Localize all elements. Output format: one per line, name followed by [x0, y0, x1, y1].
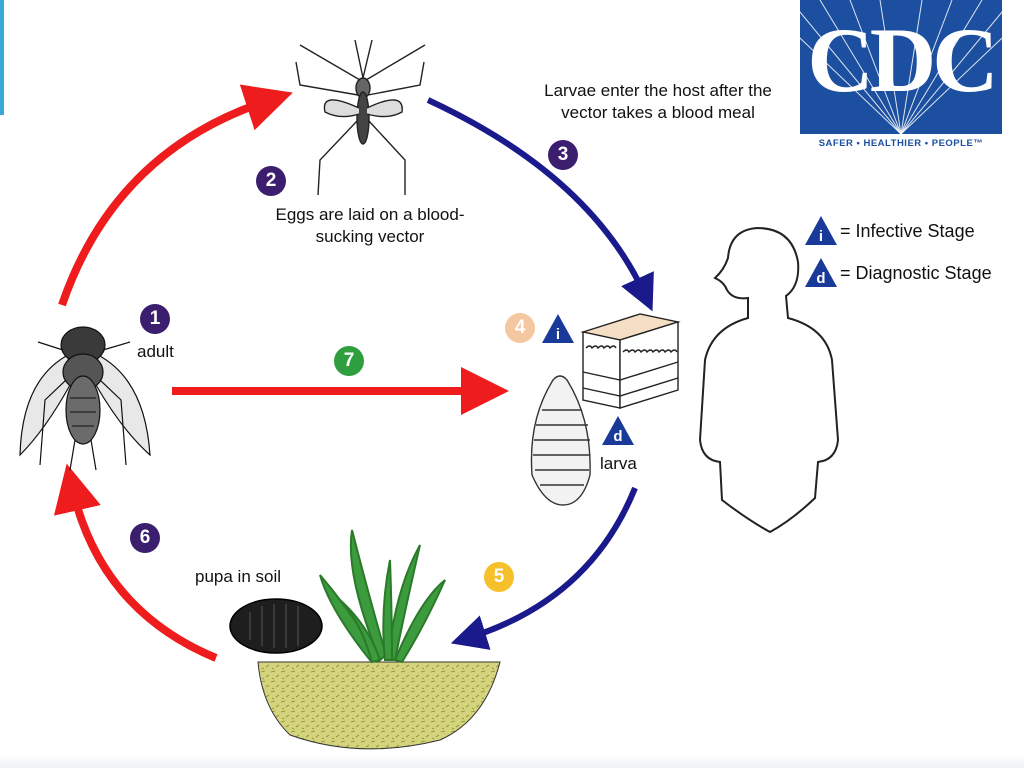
legend-infective-icon: i: [804, 214, 838, 246]
diagnostic-marker-letter: d: [613, 428, 623, 445]
cdc-logo-box: CDC: [800, 0, 1002, 134]
mosquito-vector-icon: [295, 39, 426, 196]
arrow-host-to-soil: [450, 486, 638, 650]
legend-infective-text: = Infective Stage: [840, 221, 975, 241]
step-2-badge: 2: [256, 166, 286, 196]
arrow-adult-to-vector: [58, 84, 293, 307]
step-7-badge: 7: [334, 346, 364, 376]
left-edge-accent: [0, 0, 4, 115]
infective-marker-letter: i: [555, 326, 561, 343]
cdc-logo-text: CDC: [807, 9, 998, 111]
diagnostic-stage-marker-icon: d: [601, 414, 635, 446]
cdc-tagline: SAFER • HEALTHIER • PEOPLE™: [818, 138, 984, 149]
infective-stage-marker-icon: i: [541, 312, 575, 344]
grass-icon: [319, 529, 446, 664]
legend-diagnostic-letter: d: [816, 270, 826, 287]
cdc-logo: CDC SAFER • HEALTHIER • PEOPLE™: [800, 0, 1002, 160]
larva-label: larva: [600, 454, 637, 473]
adult-label: adult: [137, 342, 174, 361]
step-5-badge: 5: [484, 562, 514, 592]
arrow-soil-to-adult: [53, 463, 218, 662]
legend-diagnostic-text: = Diagnostic Stage: [840, 263, 992, 283]
step-1-badge: 1: [140, 304, 170, 334]
larvae-enter-label: Larvae enter the host after the vector t…: [544, 81, 772, 122]
skin-section-icon: [580, 313, 681, 409]
human-host-icon: [698, 226, 840, 534]
cdc-logo-rays: [800, 0, 1002, 134]
step-4-badge: 4: [505, 313, 535, 343]
legend-diagnostic-icon: d: [804, 256, 838, 288]
step-3-badge: 3: [548, 140, 578, 170]
larva-icon: [530, 375, 591, 506]
arrow-vector-to-host: [426, 97, 654, 312]
eggs-label: Eggs are laid on a blood-sucking vector: [275, 205, 465, 246]
soil-mound: [257, 661, 501, 750]
pupa-icon: [229, 598, 323, 654]
step-6-badge: 6: [130, 523, 160, 553]
legend-infective-letter: i: [818, 228, 824, 245]
adult-fly-icon: [19, 326, 151, 471]
bottom-edge: [0, 754, 1024, 768]
pupa-label: pupa in soil: [195, 567, 282, 586]
